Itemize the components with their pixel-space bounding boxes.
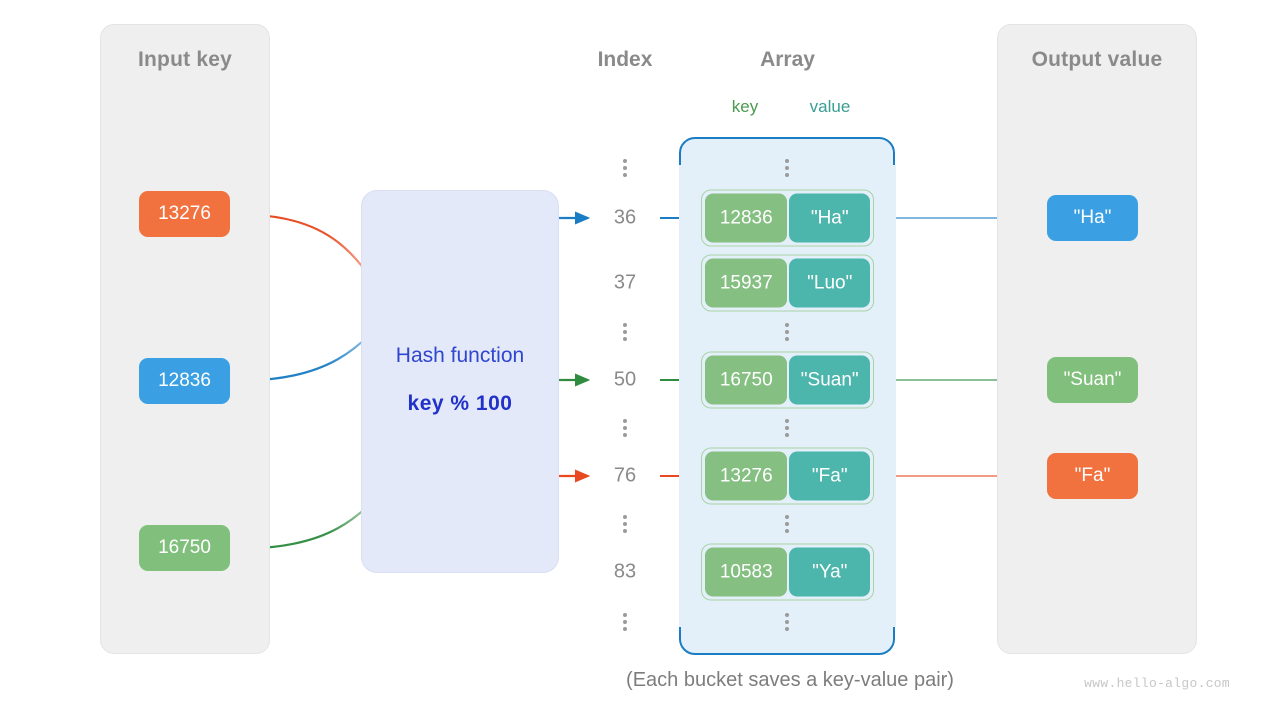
bucket-76-value: "Fa" <box>789 451 870 501</box>
watermark: www.hello-algo.com <box>1084 676 1230 691</box>
bucket-37[interactable]: 15937 "Luo" <box>701 254 874 312</box>
input-panel-title: Input key <box>138 48 232 71</box>
output-panel-title: Output value <box>1031 48 1163 71</box>
index-column-title: Index <box>597 48 653 71</box>
hash-function-formula: key % 100 <box>407 392 513 415</box>
diagram-caption: (Each bucket saves a key-value pair) <box>626 669 954 691</box>
index-ellipsis <box>618 156 632 180</box>
index-label-50: 50 <box>613 368 637 391</box>
output-value-ha[interactable]: "Ha" <box>1047 195 1138 241</box>
array-ellipsis <box>780 512 794 536</box>
bucket-83-key: 10583 <box>705 547 788 597</box>
bucket-36[interactable]: 12836 "Ha" <box>701 189 874 247</box>
array-ellipsis <box>780 320 794 344</box>
array-bracket-mask-left <box>679 165 684 627</box>
output-value-suan[interactable]: "Suan" <box>1047 357 1138 403</box>
bucket-36-key: 12836 <box>705 193 788 243</box>
array-ellipsis <box>780 156 794 180</box>
bucket-83-value: "Ya" <box>789 547 870 597</box>
input-key-16750[interactable]: 16750 <box>139 525 230 571</box>
array-ellipsis <box>780 416 794 440</box>
index-label-36: 36 <box>613 206 637 229</box>
hash-function-title: Hash function <box>395 344 525 367</box>
bucket-50-value: "Suan" <box>789 355 870 405</box>
bucket-83[interactable]: 10583 "Ya" <box>701 543 874 601</box>
output-value-fa[interactable]: "Fa" <box>1047 453 1138 499</box>
bucket-50[interactable]: 16750 "Suan" <box>701 351 874 409</box>
index-label-37: 37 <box>613 271 637 294</box>
index-ellipsis <box>618 320 632 344</box>
bucket-37-key: 15937 <box>705 258 788 308</box>
bucket-76-key: 13276 <box>705 451 788 501</box>
bucket-36-value: "Ha" <box>789 193 870 243</box>
bucket-76[interactable]: 13276 "Fa" <box>701 447 874 505</box>
bucket-50-key: 16750 <box>705 355 788 405</box>
hash-function-box <box>361 190 559 573</box>
index-ellipsis <box>618 512 632 536</box>
index-ellipsis <box>618 416 632 440</box>
bucket-37-value: "Luo" <box>789 258 870 308</box>
array-ellipsis <box>780 610 794 634</box>
array-key-header: key <box>731 97 759 116</box>
output-value-panel <box>997 24 1197 654</box>
index-label-83: 83 <box>613 560 637 583</box>
array-column-title: Array <box>760 48 815 71</box>
index-ellipsis <box>618 610 632 634</box>
input-key-13276[interactable]: 13276 <box>139 191 230 237</box>
array-bracket-mask-right <box>891 165 896 627</box>
input-key-12836[interactable]: 12836 <box>139 358 230 404</box>
index-label-76: 76 <box>613 464 637 487</box>
array-value-header: value <box>809 97 851 116</box>
